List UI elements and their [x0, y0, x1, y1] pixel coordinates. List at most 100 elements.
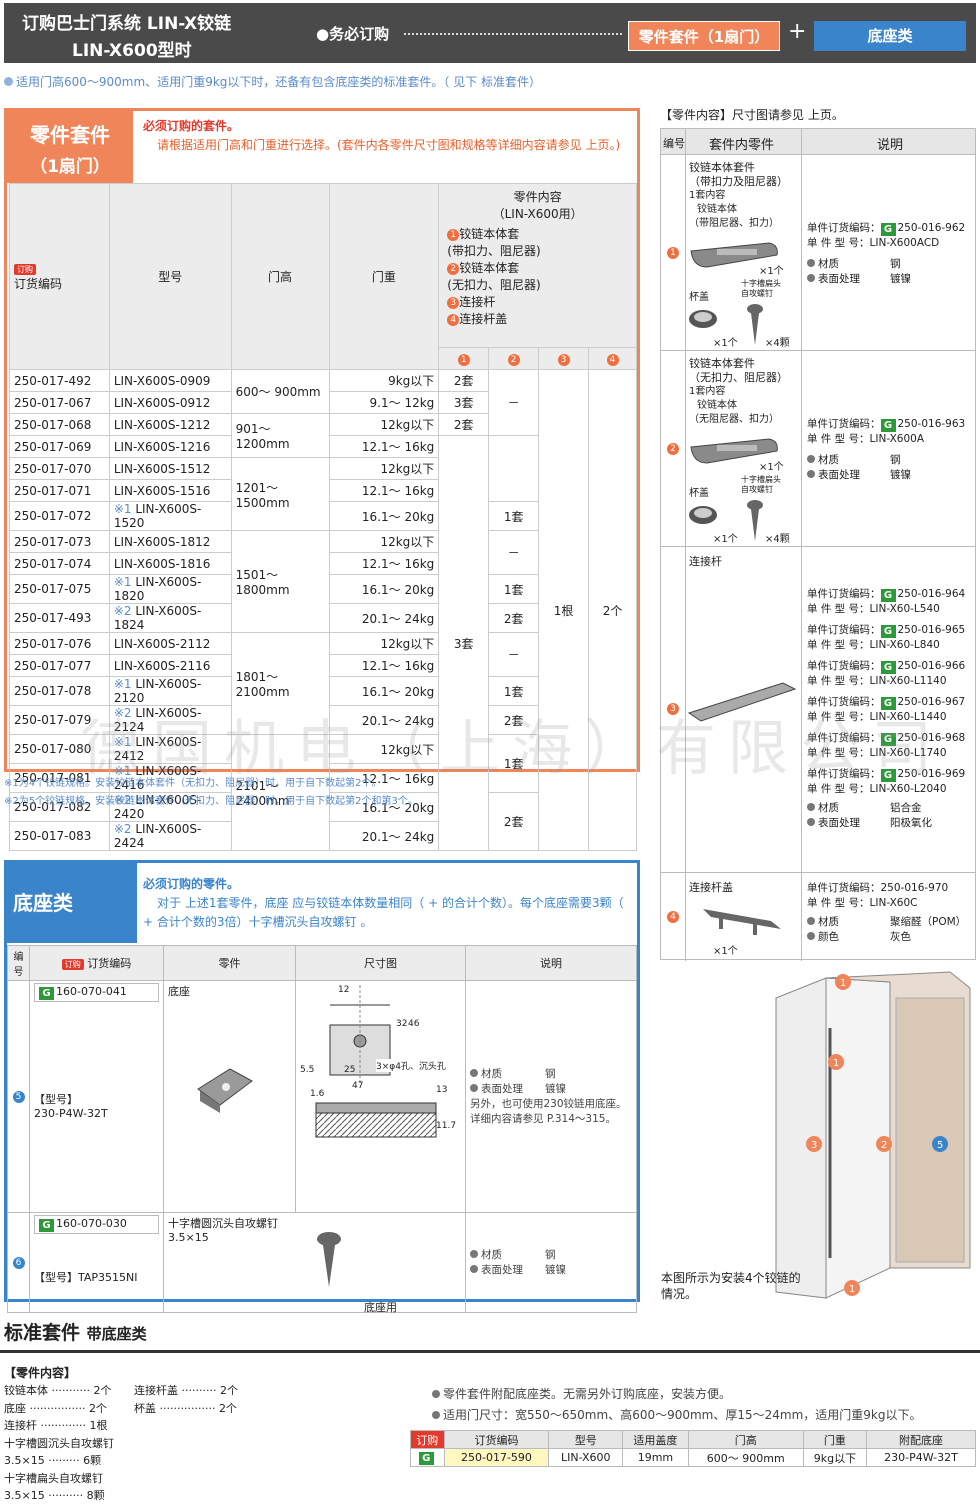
watermark: 德国机电（上海）有限公司 [80, 714, 944, 784]
model: ※2 LIN-X600S-1824 [108, 603, 232, 633]
screw-model: TAP3515NI [78, 1271, 138, 1284]
order-code: 250-017-068 [9, 413, 110, 436]
std-item: 连接杆 ············· 1根 [4, 1419, 108, 1432]
door-weight: 9kg以下 [328, 369, 440, 392]
cup-cap-image [689, 310, 717, 328]
part-row-4: 4 连接杆盖 ×1个 单件订货编码：250-016-970 单 件 型 号：LI… [661, 873, 975, 961]
model: ※1 LIN-X600S-1820 [108, 574, 232, 604]
door-weight: 20.1～ 24kg [328, 821, 440, 851]
order-code: 250-017-067 [9, 391, 110, 414]
model: ※1 LIN-X600S-1520 [108, 501, 232, 531]
kit-heading: 零件套件 （1扇门） [7, 111, 133, 183]
svg-text:5: 5 [937, 1140, 943, 1151]
divider [0, 1350, 980, 1353]
order-code: 250-017-073 [9, 530, 110, 553]
door-height: 600～ 900mm [230, 369, 330, 414]
svg-text:2: 2 [881, 1140, 887, 1151]
order-code: 250-017-081 [9, 763, 110, 793]
door-weight: 9.1～ 12kg [328, 391, 440, 414]
cabinet-diagram: 1 1 3 2 5 1 [775, 971, 971, 1299]
parts-kit-box: 零件套件 （1扇门） 必须订购的套件。请根据适用门高和门重进行选择。(套件内各零… [4, 108, 640, 851]
door-weight: 12.1～ 16kg [328, 435, 440, 458]
model: LIN-X600S-1216 [108, 435, 232, 458]
kit-tab[interactable]: 零件套件（1扇门） [628, 21, 780, 51]
parts-list-table: 编号 套件内零件 说明 1 铰链本体套件（带扣力及阻尼器） 1套内容铰链本体（带… [660, 128, 976, 961]
door-weight: 12.1～ 16kg [328, 479, 440, 502]
hinge-body-image [690, 242, 778, 268]
parts-col-no: 编号 [663, 137, 685, 150]
order-code: 250-017-076 [9, 632, 110, 655]
screw-code: 160-070-030 [56, 1217, 127, 1230]
door-weight: 16.1～ 20kg [328, 501, 440, 531]
base-plate-image [197, 1068, 253, 1113]
order-code: 250-017-492 [9, 369, 110, 392]
model: LIN-X600S-1812 [108, 530, 232, 553]
door-height: 1201～ 1500mm [230, 457, 330, 531]
order-code: 250-017-071 [9, 479, 110, 502]
model: LIN-X600S-1816 [108, 552, 232, 575]
part-row-2: 2 铰链本体套件（无扣力、阻尼器） 1套内容铰链本体（无阻尼器、扣力） ×1个 … [661, 351, 975, 547]
header-title-1: 订购巴士门系统 LIN-X铰链 [22, 14, 232, 34]
std-notes: 零件套件附配底座类。无需另外订购底座，安装方便。 适用门尺寸：宽550～650m… [432, 1384, 922, 1426]
order-code: 250-017-075 [9, 574, 110, 604]
base-box: 底座类 必须订购的零件。对于 上述1套零件，底座 应与铰链本体数量相同（ + 的… [4, 860, 640, 1314]
door-weight: 12kg以下 [328, 457, 440, 480]
must-order-label: ●务必订购 [316, 25, 390, 43]
model: ※2 LIN-X600S-2424 [108, 821, 232, 851]
dotted-leader [404, 33, 622, 35]
model: LIN-X600S-0909 [108, 369, 232, 392]
order-code: 250-017-070 [9, 457, 110, 480]
std-contents-list: 铰链本体 ··········· 2个连接杆盖 ·········· 2个底座 … [4, 1382, 238, 1505]
hinge-body-image [690, 438, 778, 464]
order-code: 250-017-083 [9, 821, 110, 851]
std-item: 十字槽扁头自攻螺钉3.5×15 ·········· 8颗 [4, 1471, 105, 1503]
kit-footnotes: ※1为4个铰链规格。安装铰链本体套件（无扣力、阻尼器）时，用于自下数起第2个。※… [4, 778, 418, 807]
base-tab[interactable]: 底座类 [814, 21, 966, 51]
door-height: 1501～ 1800mm [230, 530, 330, 633]
parts-list-title: 【零件内容】尺寸图请参见 上页。 [660, 108, 844, 122]
connecting-rod-image [687, 682, 797, 722]
cup-cap-image [689, 506, 717, 524]
door-height: 2101～ 2400mm [230, 734, 330, 851]
order-code: 250-017-493 [9, 603, 110, 633]
door-weight: 12.1～ 16kg [328, 763, 440, 793]
kit-message: 必须订购的套件。请根据适用门高和门重进行选择。(套件内各零件尺寸图和规格等详细内… [143, 119, 621, 152]
order-code: 250-017-079 [9, 705, 110, 735]
parts-col-part: 套件内零件 [709, 138, 775, 153]
svg-text:1: 1 [849, 1284, 855, 1295]
base-code: 160-070-041 [56, 985, 127, 998]
door-weight: 16.1～ 20kg [328, 792, 440, 822]
part2-code: 250-016-963 [897, 418, 966, 430]
model: LIN-X600S-0912 [108, 391, 232, 414]
standard-kit-title: 标准套件 带底座类 [4, 1322, 147, 1344]
model-header: 型号 [108, 183, 232, 370]
diagram-caption: 本图所示为安装4个铰链的情况。 [661, 1271, 801, 1301]
screw-image [317, 1232, 341, 1287]
order-code: 250-017-077 [9, 654, 110, 677]
model: LIN-X600S-1212 [108, 413, 232, 436]
svg-text:3: 3 [811, 1140, 817, 1151]
order-code: 250-017-069 [9, 435, 110, 458]
order-code-header: 订购订货编码 [9, 183, 110, 370]
svg-text:1: 1 [833, 1058, 839, 1069]
header-title-2: LIN-X600型时 [72, 41, 192, 61]
door-weight: 12.1～ 16kg [328, 654, 440, 677]
